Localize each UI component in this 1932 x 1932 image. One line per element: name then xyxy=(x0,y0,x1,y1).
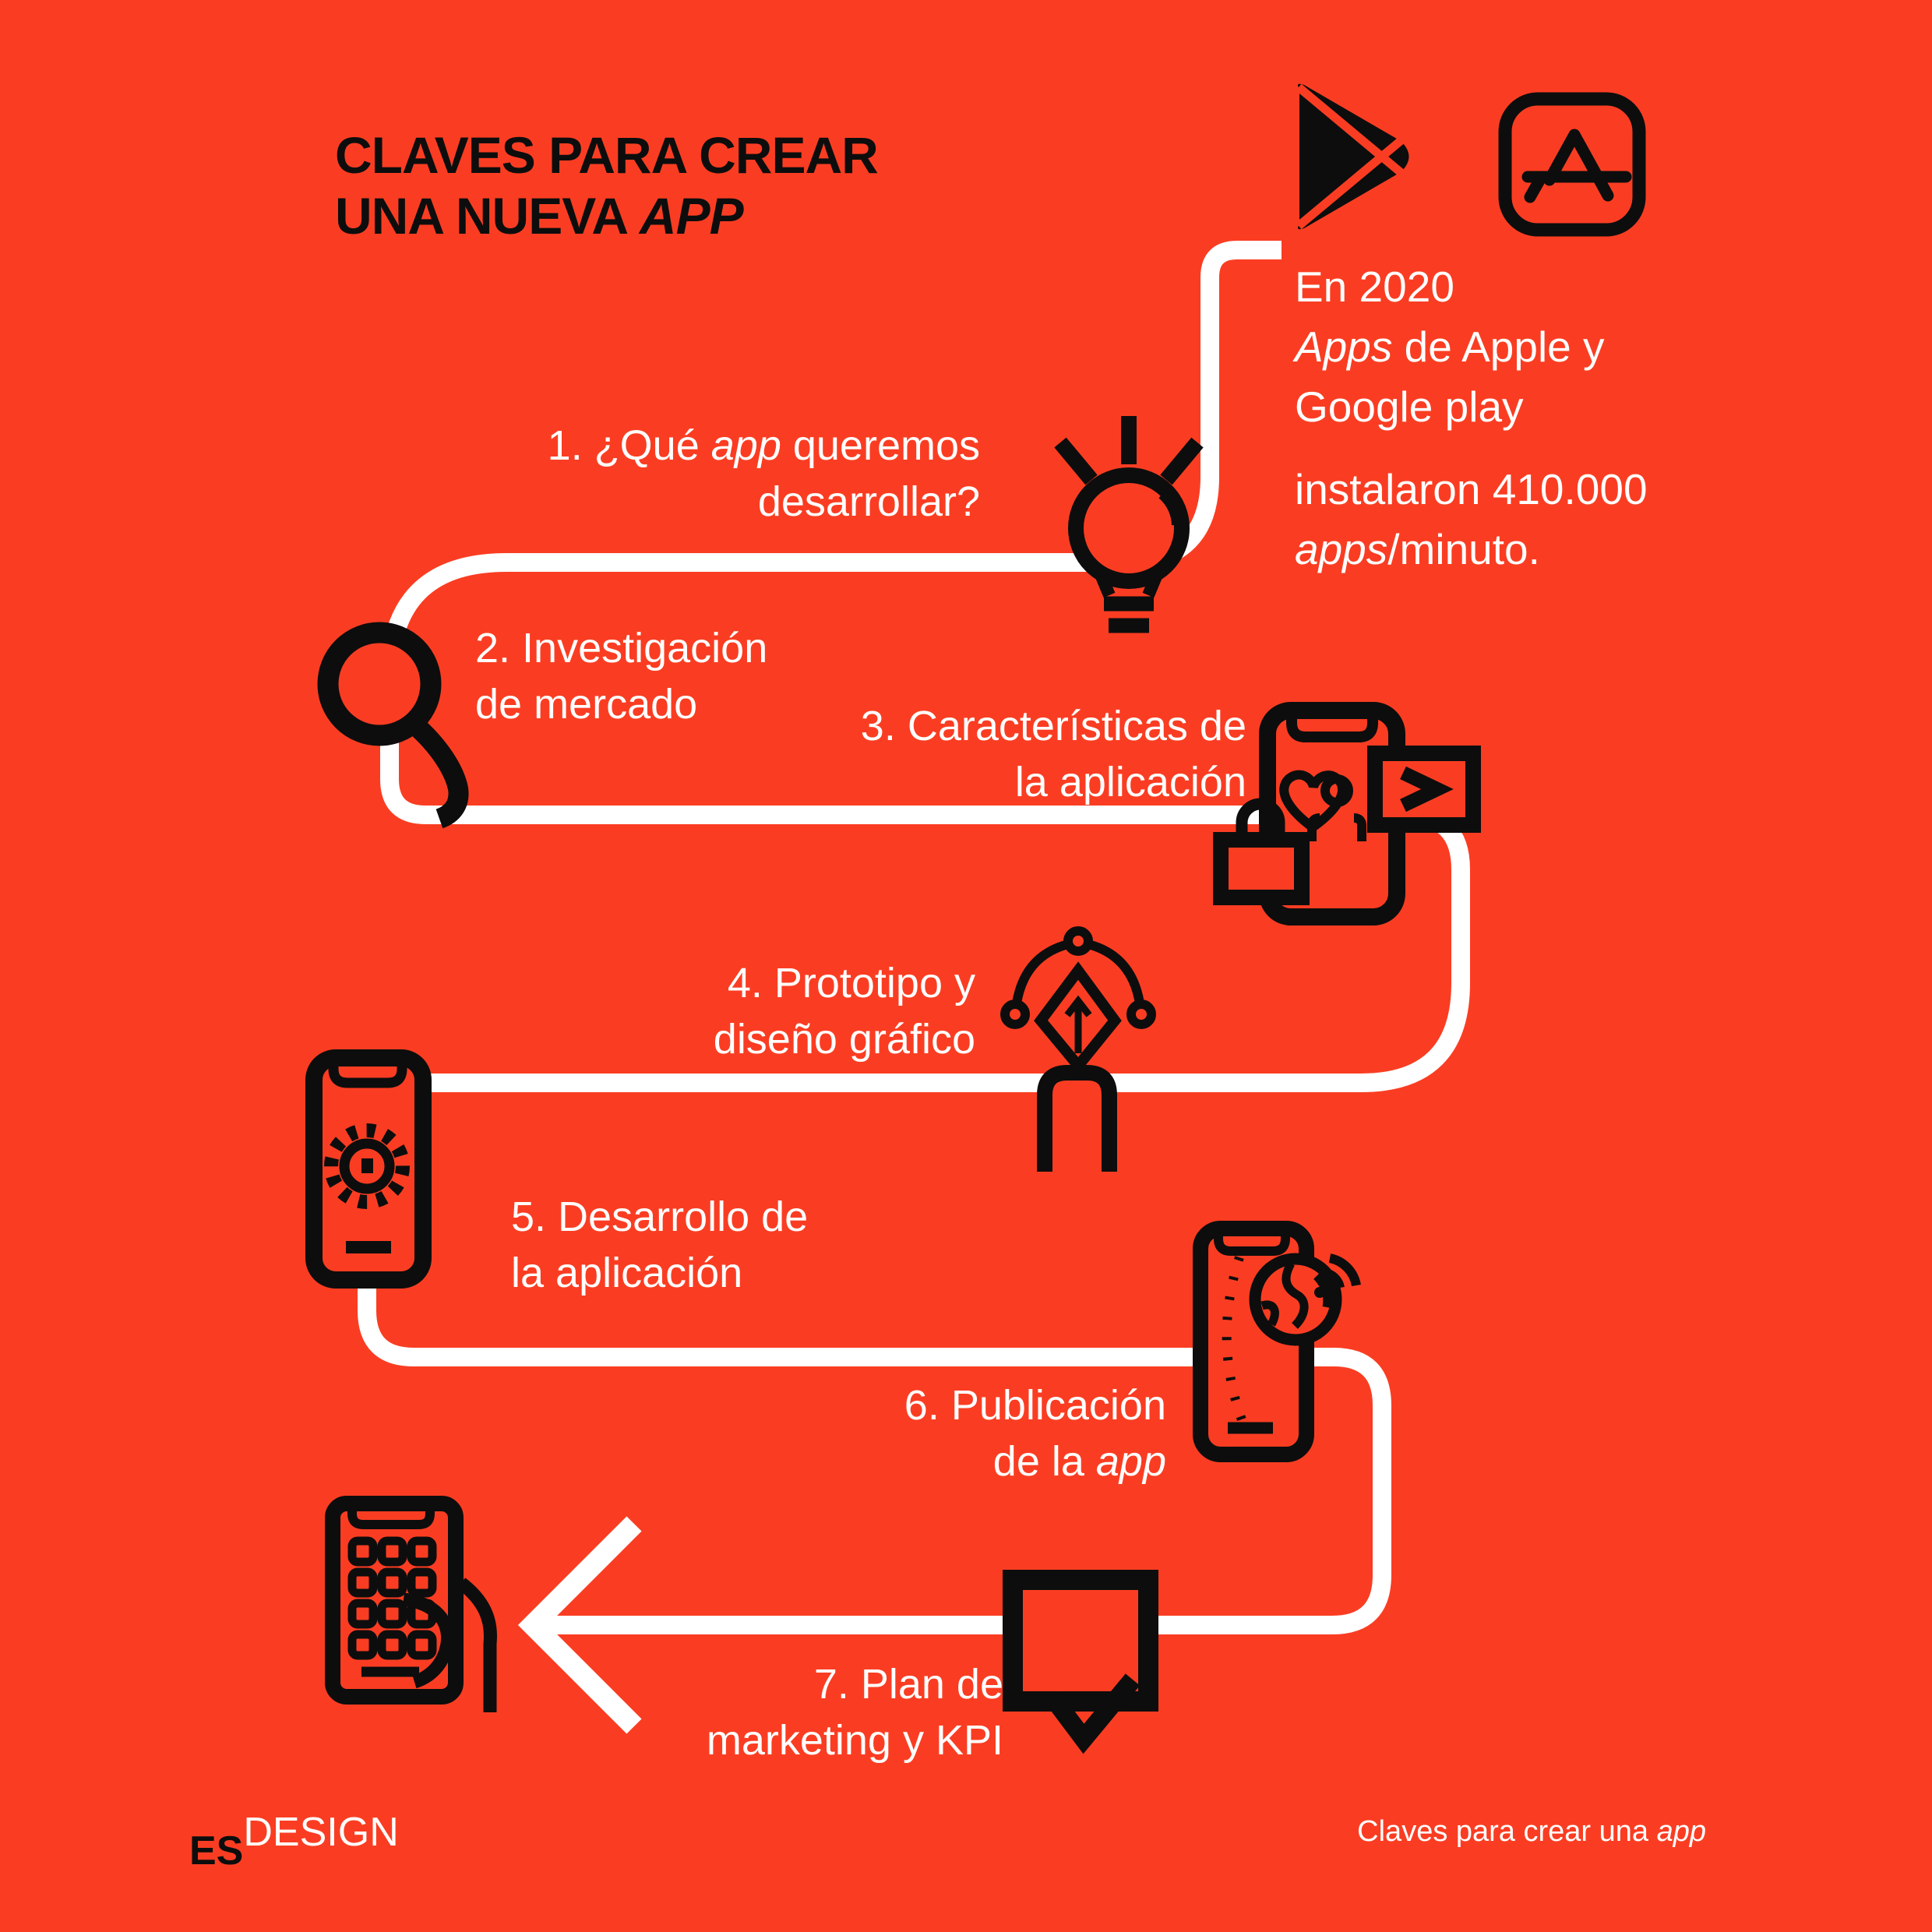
page-title-line2: UNA NUEVA APP xyxy=(335,187,744,245)
development-phone-gear-icon xyxy=(305,1049,432,1289)
google-play-icon xyxy=(1296,83,1415,230)
app-store-icon xyxy=(1498,92,1646,237)
step-1-label: 1. ¿Qué app queremos desarrollar? xyxy=(547,422,980,525)
hand-keypad-icon xyxy=(325,1496,497,1712)
publish-phone-globe-icon xyxy=(1193,1221,1361,1462)
step-4-label: 4. Prototipo y diseño gráfico xyxy=(713,960,975,1063)
esdesign-logo-design: DESIGN xyxy=(243,1810,399,1855)
app-features-phone-icon xyxy=(1213,702,1481,925)
lightbulb-icon xyxy=(1054,416,1204,633)
step-2-label: 2. Investigación de mercado xyxy=(475,625,768,728)
install-stat-text: En 2020 Apps de Apple y Google play inst… xyxy=(1295,257,1648,580)
stat-line5: apps/minuto. xyxy=(1295,525,1540,573)
step-7-label: 7. Plan de marketing y KPI xyxy=(706,1661,1003,1764)
pen-tool-icon xyxy=(1000,926,1156,1172)
chat-check-bubble-icon xyxy=(1003,1570,1158,1754)
page-title: CLAVES PARA CREAR UNA NUEVA APP xyxy=(335,125,879,246)
flow-arrowhead xyxy=(517,1516,642,1734)
page-title-line1: CLAVES PARA CREAR xyxy=(335,126,879,184)
search-magnifier-icon xyxy=(317,622,469,829)
stat-line1: En 2020 xyxy=(1295,263,1454,311)
step-5-label: 5. Desarrollo de la aplicación xyxy=(511,1193,809,1296)
stat-line3: Google play xyxy=(1295,383,1524,431)
esdesign-logo-es: ES xyxy=(189,1828,244,1874)
stat-line4: instalaron 410.000 xyxy=(1295,465,1648,513)
stat-line2: Apps de Apple y xyxy=(1295,323,1605,371)
step-3-label: 3. Características de la aplicación xyxy=(860,703,1246,806)
step-6-label: 6. Publicación de la app xyxy=(904,1382,1166,1485)
footer-caption: Claves para crear una app xyxy=(1357,1815,1706,1848)
